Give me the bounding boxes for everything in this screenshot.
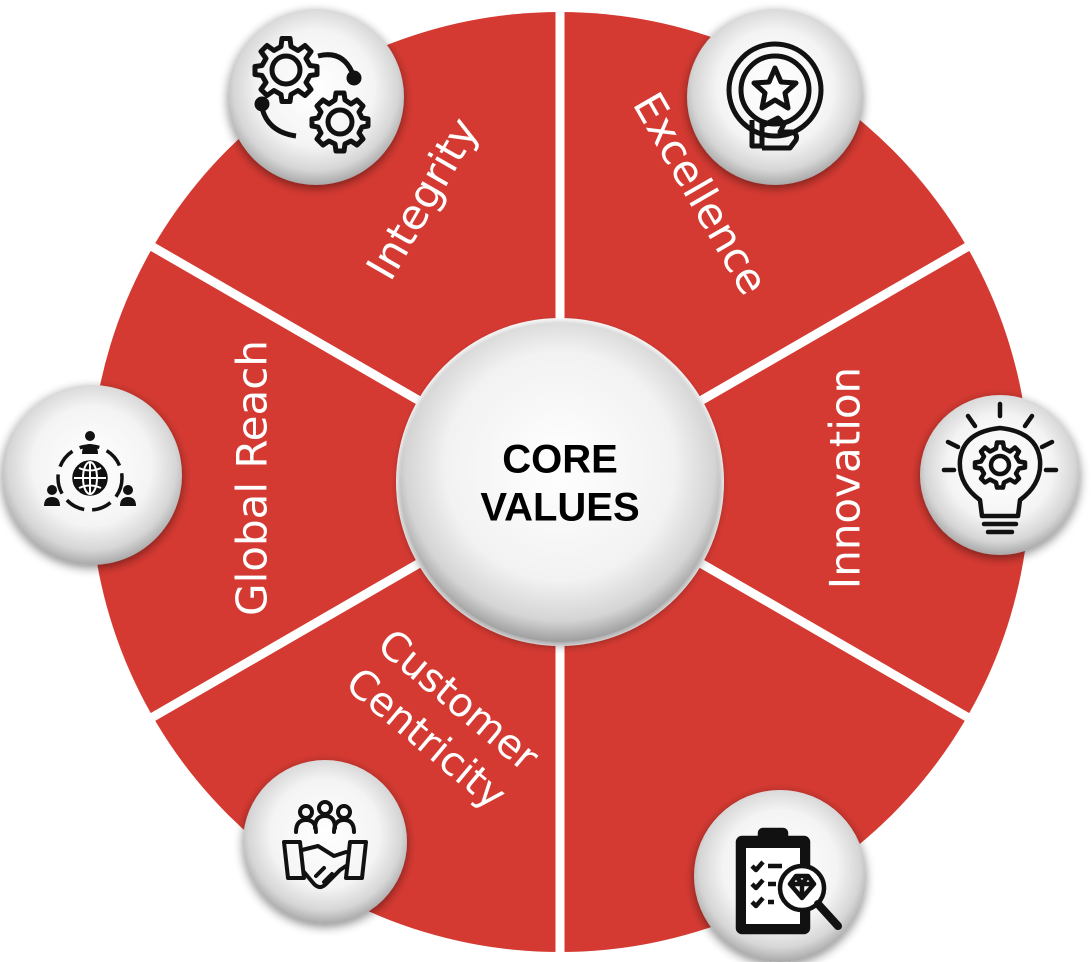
bubble-innovation — [920, 395, 1080, 555]
bubble-global-reach — [2, 385, 182, 565]
segment-label-innovation: Innovation — [821, 367, 870, 589]
clipboard-diamond-search-icon — [735, 827, 842, 935]
center-title-line2: VALUES — [480, 486, 639, 530]
center-title-line1: CORE — [502, 438, 618, 482]
lightbulb-gear-icon — [941, 401, 1059, 535]
bubble-customer-centricity — [243, 760, 407, 924]
star-award-icon — [726, 41, 824, 151]
bubble-bottom-right — [694, 790, 866, 962]
gears-icon — [252, 36, 371, 154]
center-hub: CORE VALUES — [396, 318, 724, 646]
bubble-integrity — [228, 9, 404, 185]
segment-label-global-reach: Global Reach — [228, 340, 277, 616]
segment-separators — [117, 0, 1003, 962]
bubble-excellence — [687, 9, 863, 185]
globe-network-icon — [44, 431, 136, 512]
handshake-team-icon — [282, 800, 368, 889]
